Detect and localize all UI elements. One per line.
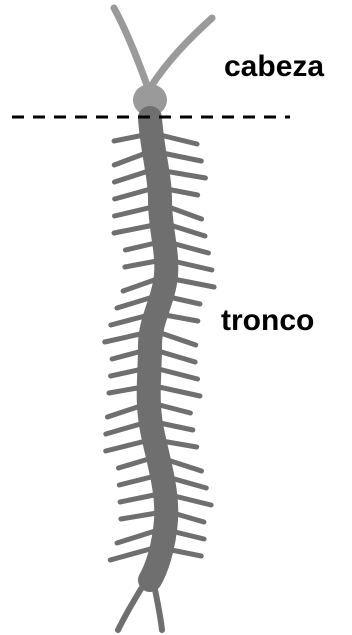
centipede-leg bbox=[159, 405, 190, 413]
centipede-leg bbox=[114, 225, 154, 233]
centipede-leg bbox=[120, 495, 154, 502]
trunk-label: tronco bbox=[221, 306, 314, 336]
centipede-leg bbox=[161, 333, 196, 345]
head-label: cabeza bbox=[224, 52, 324, 82]
centipede-leg bbox=[110, 549, 150, 560]
centipede-leg bbox=[173, 261, 212, 270]
centipede-leg bbox=[169, 207, 202, 219]
centipede-leg bbox=[119, 459, 149, 468]
centipede-leg bbox=[173, 279, 214, 287]
left-cercus bbox=[118, 575, 150, 630]
centipede-leg bbox=[106, 441, 146, 451]
centipede-leg bbox=[170, 225, 205, 236]
left-antenna bbox=[114, 8, 148, 88]
centipede-leg bbox=[125, 261, 157, 267]
centipede-head bbox=[114, 8, 212, 116]
right-antenna bbox=[150, 18, 212, 88]
centipede-leg bbox=[112, 351, 142, 359]
centipede-leg bbox=[159, 369, 198, 379]
centipede-leg bbox=[115, 189, 151, 199]
centipede-leg bbox=[117, 531, 155, 543]
centipede-leg bbox=[125, 243, 155, 250]
centipede-leg bbox=[160, 423, 193, 430]
centipede-leg bbox=[115, 207, 153, 216]
centipede-trunk bbox=[105, 118, 214, 630]
centipede-leg bbox=[158, 351, 195, 362]
centipede-leg bbox=[121, 513, 157, 519]
centipede-leg bbox=[114, 153, 146, 165]
centipede-leg bbox=[106, 423, 144, 434]
centipede-leg bbox=[165, 315, 198, 321]
centipede-leg bbox=[114, 171, 148, 182]
trunk-body bbox=[149, 118, 167, 580]
centipede-leg bbox=[164, 171, 205, 178]
centipede-leg bbox=[160, 135, 197, 144]
centipede-leg bbox=[159, 387, 200, 396]
centipede-leg bbox=[169, 297, 200, 304]
centipede-leg bbox=[119, 477, 151, 485]
centipede-leg bbox=[114, 135, 144, 141]
centipede-leg bbox=[162, 153, 201, 161]
